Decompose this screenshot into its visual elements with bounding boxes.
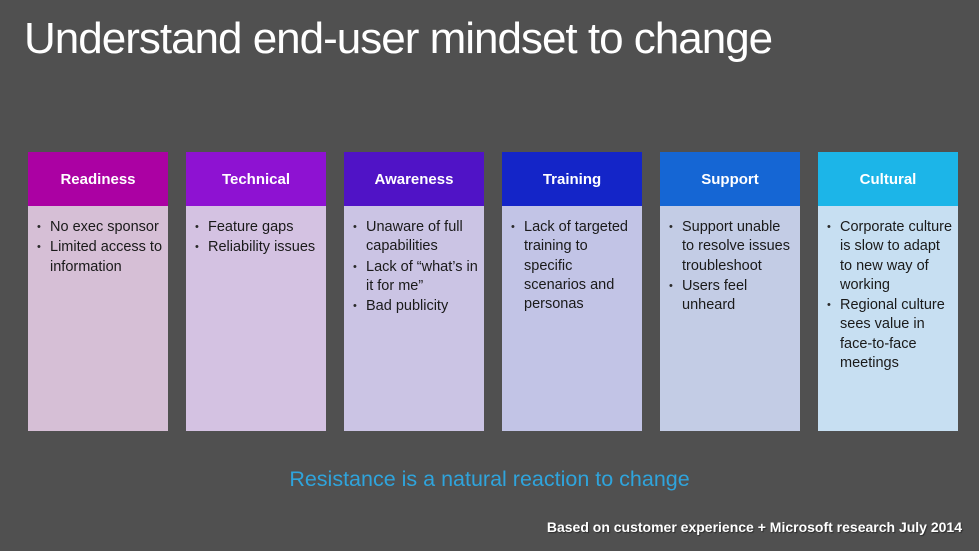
bullet-text: Unaware of full capabilities: [366, 219, 463, 255]
column-header: Training: [502, 152, 642, 206]
bullet-item: • Limited access to information: [37, 238, 164, 277]
column-bullet-list: • Support unable to resolve issues troubl…: [660, 206, 800, 431]
mindset-column: Technical • Feature gaps • Reliability issu…: [186, 152, 326, 431]
bullet-text: Feature gaps: [208, 219, 294, 235]
bullet-dot: •: [195, 221, 199, 233]
bullet-dot: •: [353, 221, 357, 233]
mindset-column: Awareness •Unaware of full capabilities•…: [344, 152, 484, 431]
bullet-dot: •: [669, 279, 673, 292]
bullet-dot: •: [37, 241, 41, 254]
mindset-column: Readiness • No exec sponsor • Limited acces…: [28, 152, 168, 431]
bullet-dot: •: [669, 221, 673, 233]
bullet-text: Bad publicity: [366, 298, 449, 315]
bullet-dot: •: [37, 221, 41, 233]
column-bullet-list: • Unaware of full capabilities • Lack of “w…: [344, 206, 484, 431]
mindset-column: Cultural • Corporate culture is slow to a…: [818, 152, 958, 431]
column-header: Support: [660, 152, 800, 206]
bullet-dot: •: [827, 299, 831, 312]
bullet-item: • Unaware of full capabilities: [353, 218, 480, 257]
column-header: Readiness: [28, 152, 168, 206]
bullet-text: Reliability issues: [208, 239, 316, 256]
bullet-item: • Lack of targeted training to specific s…: [511, 218, 638, 314]
slide-title: Understand end-user mindset to change: [24, 14, 773, 63]
bullet-dot: •: [195, 241, 199, 254]
column-header: Technical: [186, 152, 326, 206]
bullet-item: • Regional culture sees value in face-to-…: [827, 296, 954, 373]
bullet-text: Limited access to information: [50, 239, 163, 275]
bullet-text: Support unable to resolve issues trouble…: [682, 219, 790, 274]
bullet-item: • Users feel unheard: [669, 277, 796, 316]
mindset-column: Training • Lack of targeted training to s…: [502, 152, 642, 431]
bullet-text: Regional culture sees value in face-to-f…: [840, 297, 945, 371]
column-header: Cultural: [818, 152, 958, 206]
bullet-text: Corporate culture is slow to adapt to ne…: [840, 219, 953, 293]
footer-note: Based on customer experience + Microsoft…: [546, 519, 962, 535]
mindset-columns: Readiness • No exec sponsor • Limited acces…: [28, 152, 958, 431]
bullet-dot: •: [353, 300, 357, 313]
bullet-text: Users feel unheard: [682, 277, 748, 314]
bullet-item: • Support unable to resolve issues troubl…: [669, 218, 796, 276]
bullet-item: • No exec sponsor: [37, 218, 164, 237]
bullet-item: • Reliability issues: [195, 238, 322, 257]
column-header: Awareness: [344, 152, 484, 206]
bullet-text: Lack of “what’s in it for me”: [366, 258, 478, 294]
column-bullet-list: • Corporate culture is slow to adapt to n…: [818, 206, 958, 431]
bullet-item: • Lack of “what’s in it for me”: [353, 258, 480, 297]
bullet-dot: •: [511, 221, 515, 233]
bullet-item: • Corporate culture is slow to adapt to n…: [827, 218, 954, 295]
column-bullet-list: • Feature gaps • Reliability issues: [186, 206, 326, 431]
bullet-item: • Feature gaps: [195, 218, 322, 237]
bullet-dot: •: [353, 260, 357, 273]
bullet-dot: •: [827, 221, 831, 233]
column-bullet-list: • Lack of targeted training to specific s…: [502, 206, 642, 431]
bullet-item: • Bad publicity: [353, 297, 480, 316]
bullet-text: Lack of targeted training to specific sc…: [524, 219, 628, 313]
column-bullet-list: • No exec sponsor • Limited access to infor…: [28, 206, 168, 431]
bullet-text: No exec sponsor: [50, 219, 159, 235]
tagline: Resistance is a natural reaction to chan…: [289, 467, 690, 491]
mindset-column: Support • Support unable to resolve issue…: [660, 152, 800, 431]
